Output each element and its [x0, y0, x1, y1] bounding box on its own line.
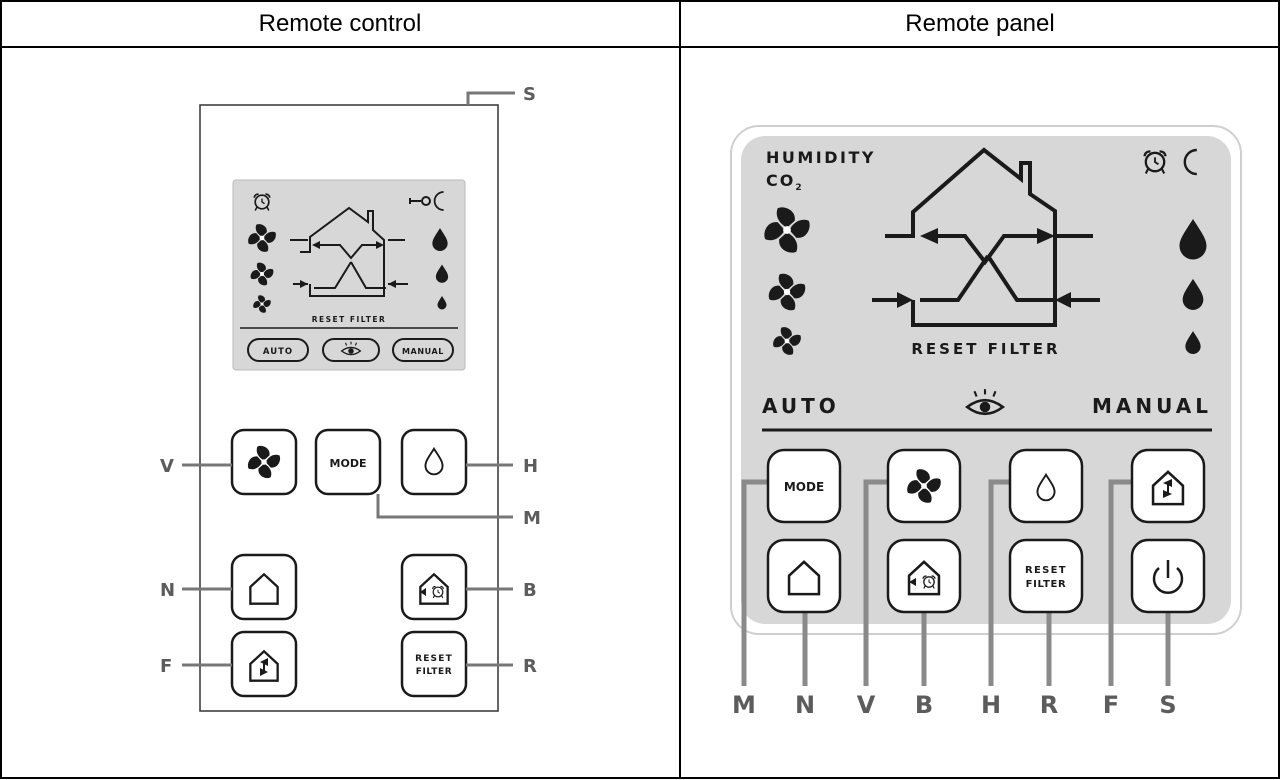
power-icon — [1152, 560, 1184, 594]
reset-filter-button[interactable] — [400, 630, 468, 698]
reset-filter-line2: FILTER — [416, 667, 453, 677]
header-remote-control: Remote control — [258, 10, 422, 37]
remote-control-leaders — [182, 463, 513, 667]
panel-night-mode-button[interactable] — [766, 538, 842, 614]
reset-filter-line1: RESET — [415, 654, 453, 664]
panel-power-button[interactable] — [1130, 538, 1206, 614]
screen-manual-badge — [392, 338, 454, 362]
humidity-button[interactable] — [400, 428, 468, 496]
callout-h: H — [523, 456, 538, 477]
panel-reset-filter-button[interactable] — [1008, 538, 1084, 614]
panel-callout-b: B — [915, 691, 933, 719]
screen-auto-badge — [247, 338, 309, 362]
flow-arrows-panel — [897, 228, 1071, 308]
co2-subscript: 2 — [795, 183, 803, 193]
header-remote-panel: Remote panel — [905, 10, 1055, 37]
mode-button-label: MODE — [330, 457, 367, 470]
panel-callout-v: V — [857, 691, 876, 719]
panel-reset-line1: RESET — [1025, 565, 1067, 576]
callout-s-leader — [466, 91, 515, 105]
panel-callout-r: R — [1040, 691, 1058, 719]
panel-mode-button-label: MODE — [784, 480, 824, 494]
callout-n: N — [160, 580, 175, 601]
key-icon — [409, 196, 431, 206]
panel-manual-label: MANUAL — [1092, 394, 1212, 418]
panel-fireplace-button[interactable] — [1130, 448, 1206, 524]
fan-speed-button[interactable] — [230, 428, 298, 496]
remote-panel-leaders — [741, 479, 1171, 686]
humidity-label: HUMIDITY — [766, 148, 876, 167]
callout-m: M — [523, 508, 541, 529]
night-mode-button[interactable] — [230, 553, 298, 621]
callout-s: S — [523, 84, 536, 105]
panel-auto-label: AUTO — [762, 394, 840, 418]
callout-f: F — [160, 656, 172, 677]
panel-humidity-button[interactable] — [1008, 448, 1084, 524]
boost-timer-button[interactable] — [400, 553, 468, 621]
co2-label: CO2 — [766, 171, 804, 193]
panel-mode-button[interactable] — [766, 448, 842, 524]
screen-reset-filter-label: RESET FILTER — [312, 315, 387, 324]
panel-reset-filter-label: RESET FILTER — [911, 340, 1060, 358]
panel-boost-timer-button[interactable] — [886, 538, 962, 614]
screen-eye-badge — [322, 338, 380, 362]
mode-button[interactable] — [314, 428, 382, 496]
panel-reset-line2: FILTER — [1026, 579, 1067, 590]
callout-v: V — [160, 456, 174, 477]
flow-arrows-screen — [300, 241, 396, 288]
panel-fan-speed-button[interactable] — [886, 448, 962, 524]
panel-callout-n: N — [795, 691, 815, 719]
lcd-screen — [232, 179, 466, 371]
house-ventilation-icon — [872, 147, 1100, 327]
screen-manual-label: MANUAL — [402, 347, 444, 356]
panel-callout-f: F — [1103, 691, 1119, 719]
panel-callout-s: S — [1159, 691, 1176, 719]
fireplace-button[interactable] — [230, 630, 298, 698]
panel-callout-m: M — [732, 691, 756, 719]
screen-auto-label: AUTO — [263, 347, 293, 357]
callout-b: B — [523, 580, 537, 601]
callout-r: R — [523, 656, 537, 677]
remote-panel-callouts: M N V B H R F S — [732, 691, 1177, 719]
house-ventilation-icon — [290, 206, 408, 297]
panel-callout-h: H — [981, 691, 1001, 719]
